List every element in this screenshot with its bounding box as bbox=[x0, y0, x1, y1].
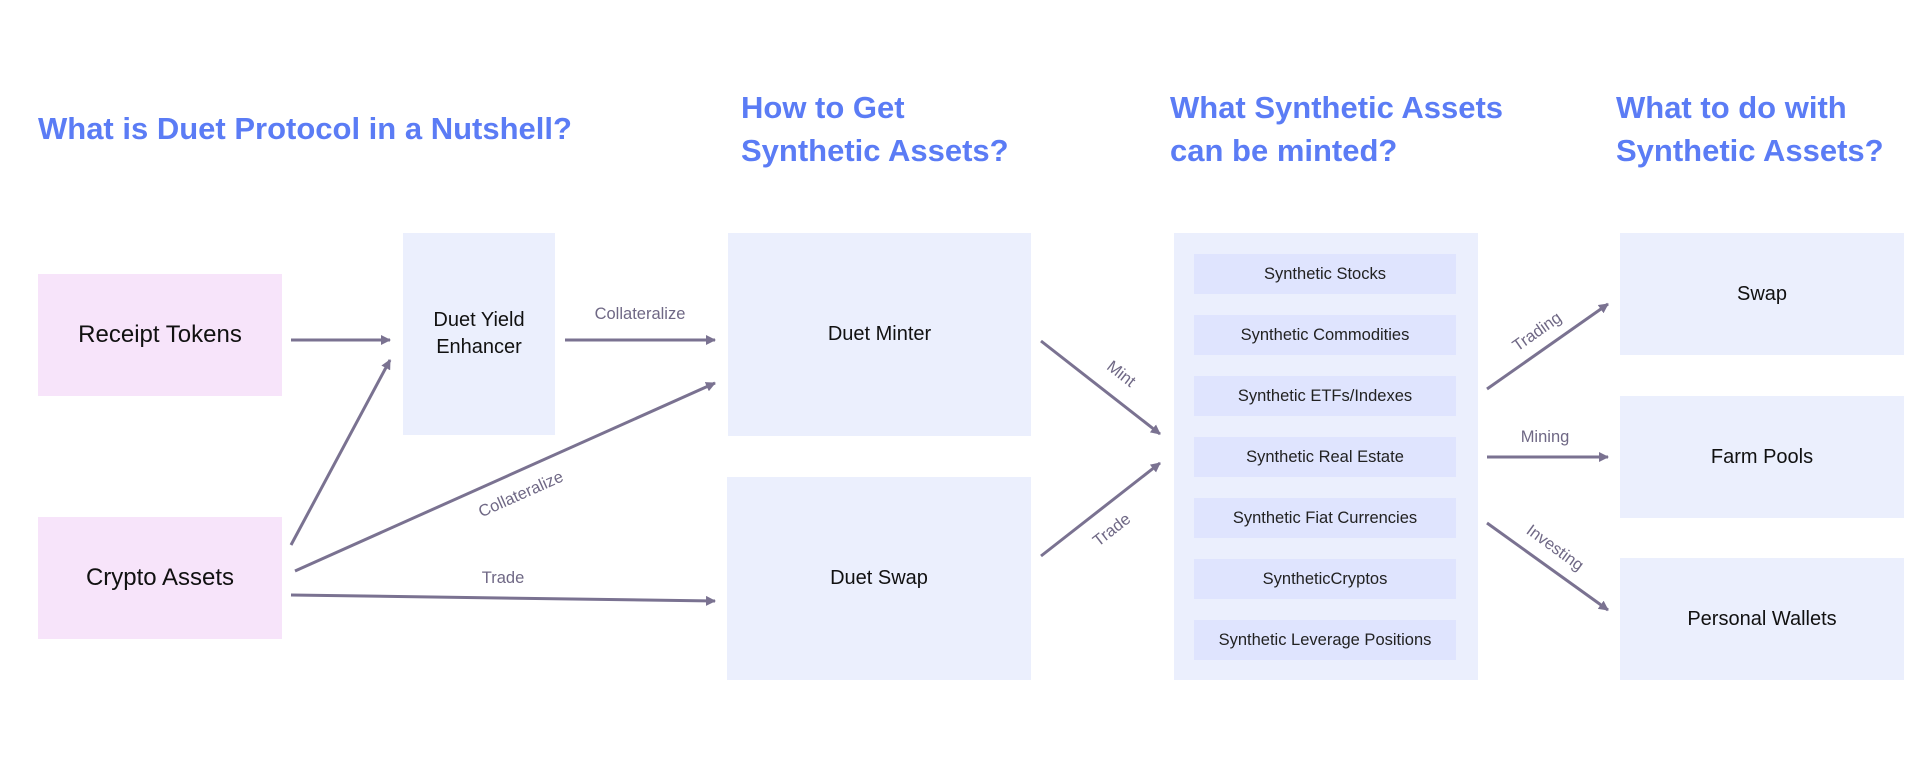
arrow-crypto-to-enhancer bbox=[289, 359, 392, 546]
crypto-assets-label: Crypto Assets bbox=[85, 564, 235, 591]
edge-label-trading: Trading bbox=[1509, 309, 1565, 355]
heading-what-can-be-minted: What Synthetic Assets can be minted? bbox=[1170, 86, 1503, 172]
edge-label-collateralize-diag: Collateralize bbox=[476, 468, 566, 521]
arrow-crypto-to-minter bbox=[294, 381, 716, 573]
synthetic-asset-item: SyntheticCryptos bbox=[1194, 559, 1456, 599]
edge-label-trade-right: Trade bbox=[1090, 510, 1135, 550]
farm-pools-label: Farm Pools bbox=[1710, 445, 1814, 468]
heading-nutshell: What is Duet Protocol in a Nutshell? bbox=[38, 111, 572, 146]
synthetic-asset-item: Synthetic Fiat Currencies bbox=[1194, 498, 1456, 538]
duet-yield-enhancer-box: Duet Yield Enhancer bbox=[403, 233, 555, 435]
synthetic-asset-item: Synthetic Leverage Positions bbox=[1194, 620, 1456, 660]
edge-label-mining: Mining bbox=[1521, 428, 1570, 446]
heading-what-can-be-minted-line1: What Synthetic Assets bbox=[1170, 90, 1504, 125]
synthetic-asset-item: Synthetic Commodities bbox=[1194, 315, 1456, 355]
duet-minter-box: Duet Minter bbox=[728, 233, 1031, 436]
duet-yield-enhancer-line1: Duet Yield bbox=[433, 309, 525, 331]
personal-wallets-box: Personal Wallets bbox=[1620, 558, 1904, 680]
duet-swap-label: Duet Swap bbox=[830, 567, 928, 589]
arrow-assets-to-swap bbox=[1486, 302, 1609, 391]
heading-what-can-be-minted-line2: can be minted? bbox=[1170, 133, 1398, 168]
duet-yield-enhancer-line2: Enhancer bbox=[436, 336, 522, 358]
arrow-crypto-to-swap bbox=[290, 593, 716, 606]
synthetic-asset-item: Synthetic Real Estate bbox=[1194, 437, 1456, 477]
swap-label: Swap bbox=[1736, 282, 1788, 305]
synthetic-assets-panel: Synthetic Stocks Synthetic Commodities S… bbox=[1174, 233, 1478, 680]
heading-what-to-do-line2: Synthetic Assets? bbox=[1616, 133, 1884, 168]
edge-label-trade-left: Trade bbox=[482, 569, 525, 587]
synthetic-asset-item: Synthetic Stocks bbox=[1194, 254, 1456, 294]
crypto-assets-box: Crypto Assets bbox=[38, 517, 282, 639]
synthetic-asset-item: Synthetic ETFs/Indexes bbox=[1194, 376, 1456, 416]
receipt-tokens-box: Receipt Tokens bbox=[38, 274, 282, 396]
swap-box: Swap bbox=[1620, 233, 1904, 355]
heading-how-to-get-line2: Synthetic Assets? bbox=[741, 133, 1009, 168]
edge-label-mint: Mint bbox=[1103, 357, 1139, 391]
receipt-tokens-label: Receipt Tokens bbox=[78, 321, 242, 348]
edge-label-investing: Investing bbox=[1523, 521, 1587, 574]
duet-minter-label: Duet Minter bbox=[827, 323, 932, 345]
heading-how-to-get-line1: How to Get bbox=[741, 90, 905, 125]
heading-what-to-do: What to do with Synthetic Assets? bbox=[1616, 86, 1884, 172]
heading-how-to-get: How to Get Synthetic Assets? bbox=[741, 86, 1009, 172]
arrow-minter-to-assets bbox=[1040, 339, 1161, 436]
edge-label-collateralize-top: Collateralize bbox=[595, 305, 686, 323]
arrow-assets-to-wallets bbox=[1486, 521, 1609, 612]
personal-wallets-label: Personal Wallets bbox=[1687, 607, 1837, 630]
heading-what-to-do-line1: What to do with bbox=[1616, 90, 1847, 125]
arrow-swap-to-assets bbox=[1040, 461, 1161, 558]
duet-swap-box: Duet Swap bbox=[727, 477, 1031, 680]
farm-pools-box: Farm Pools bbox=[1620, 396, 1904, 518]
